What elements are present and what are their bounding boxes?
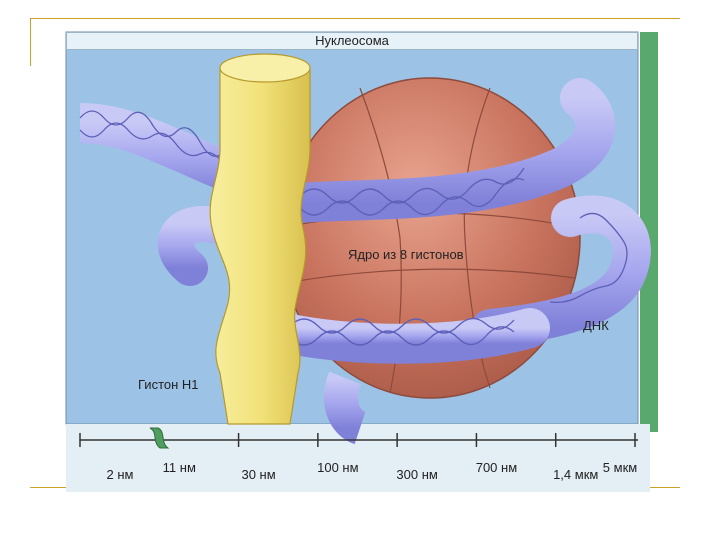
scale-tick-label: 5 мкм (602, 460, 638, 475)
nucleosome-figure (65, 31, 658, 492)
scale-tick-label: 100 нм (317, 460, 359, 475)
scale-break-marker (149, 427, 170, 449)
scale-tick-label: 2 нм (106, 467, 134, 482)
scale-tick-label: 1,4 мкм (553, 467, 599, 482)
histone-h1-top (219, 53, 311, 83)
scale-tick-label: 700 нм (475, 460, 518, 475)
dna-front-wrap-upper (275, 78, 616, 223)
green-side-bar (640, 32, 658, 432)
scale-tick-label: 11 нм (162, 460, 196, 475)
left-rule (30, 18, 31, 66)
dna-helix (549, 212, 628, 304)
scale-tick-label: 30 нм (241, 467, 276, 482)
core-segment-line (284, 268, 576, 284)
core-label: Ядро из 8 гистонов (348, 247, 464, 262)
scale-tick-label: 300 нм (396, 467, 438, 482)
top-rule (30, 18, 680, 19)
scale-panel (66, 424, 650, 492)
dna-helix (289, 326, 515, 346)
histone-h1-label: Гистон H1 (138, 377, 199, 392)
dna-label: ДНК (583, 318, 609, 333)
dna-linker-bottom (324, 371, 368, 445)
histone-h1 (209, 67, 311, 425)
dna-helix (299, 177, 525, 216)
diagram-title: Нуклеосома (66, 32, 638, 50)
